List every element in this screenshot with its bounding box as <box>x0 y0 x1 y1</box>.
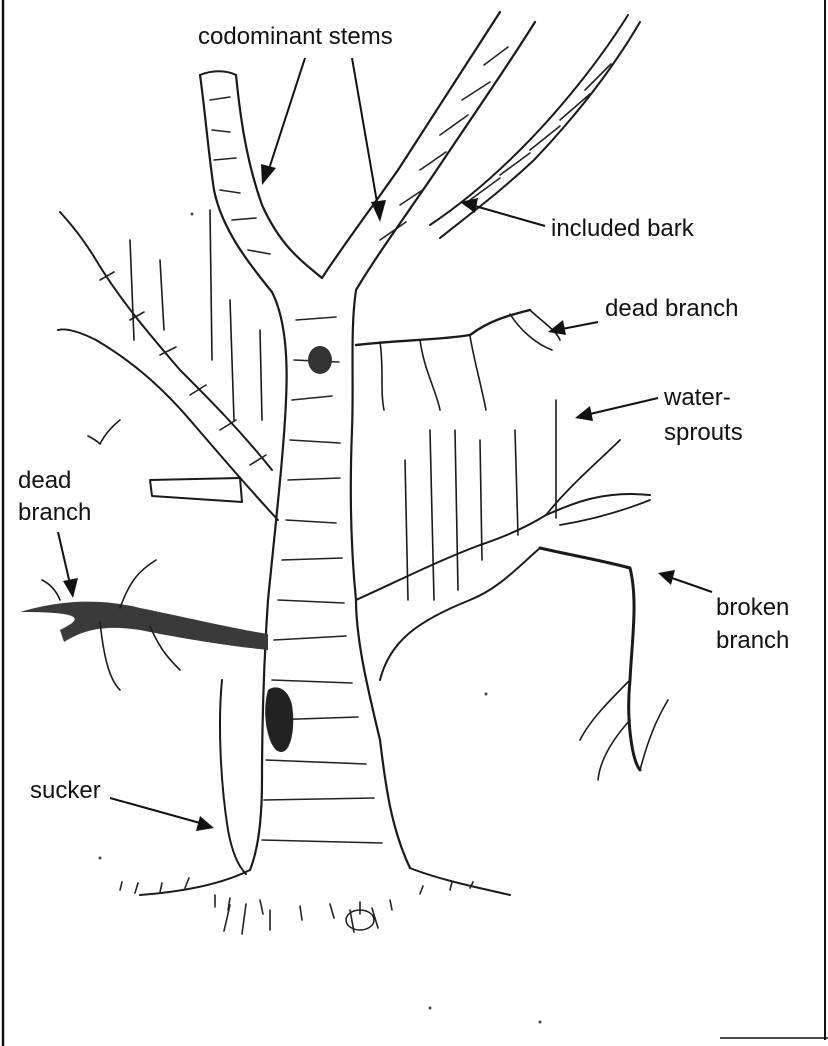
arrow-sucker <box>110 798 200 823</box>
left-branch-texture <box>100 272 266 465</box>
arrow-water-sprouts-head <box>575 406 593 421</box>
label-codominant-stems: codominant stems <box>198 23 393 50</box>
label-dead-branch-left-line1: dead <box>18 467 71 494</box>
arrow-codominant-left <box>268 58 305 172</box>
left-upper-branch-lower <box>58 329 278 520</box>
label-included-bark: included bark <box>551 215 695 242</box>
labels: codominant stems included bark dead bran… <box>18 23 789 804</box>
broken-branch-twigs <box>580 680 668 780</box>
label-water-sprouts-line1: water- <box>663 384 731 411</box>
arrows <box>58 58 712 831</box>
broken-branch <box>540 548 640 770</box>
right-branch-tips <box>546 440 650 525</box>
label-dead-branch-right: dead branch <box>605 295 738 322</box>
label-sucker: sucker <box>30 777 101 804</box>
dead-branch-right-twigs <box>380 310 560 410</box>
right-stem-outer <box>351 22 535 868</box>
arrow-broken-branch-head <box>658 570 675 585</box>
right-middle-branch <box>356 494 650 600</box>
left-stem-top <box>200 71 236 75</box>
dead-branch-left <box>20 602 268 650</box>
trunk-knot <box>308 346 332 374</box>
label-broken-branch-line1: broken <box>716 594 789 621</box>
arrow-included-bark <box>475 206 545 226</box>
arrow-dead-branch-right <box>562 322 598 329</box>
label-dead-branch-left-line2: branch <box>18 499 91 526</box>
arrow-codominant-right <box>352 58 378 208</box>
sucker-shoot <box>220 680 246 874</box>
label-water-sprouts-line2: sprouts <box>664 419 743 446</box>
trunk-cavity <box>265 687 293 752</box>
trunk-left-outline <box>200 75 287 870</box>
left-twig <box>88 420 120 444</box>
dead-branch-right <box>356 310 530 345</box>
arrow-dead-branch-left <box>58 532 70 584</box>
label-broken-branch-line2: branch <box>716 627 789 654</box>
arrow-dead-branch-left-head <box>63 578 78 598</box>
right-middle-branch-lower <box>380 548 540 680</box>
stub-branch <box>150 478 242 502</box>
tree-illustration <box>20 12 668 934</box>
arrow-water-sprouts <box>590 398 658 414</box>
arrow-codominant-right-head <box>371 200 386 222</box>
arrow-codominant-left-head <box>261 164 276 185</box>
roots-and-grass <box>120 868 510 934</box>
arrow-sucker-head <box>196 816 214 831</box>
arrow-broken-branch <box>672 578 712 592</box>
frame <box>3 0 828 1046</box>
